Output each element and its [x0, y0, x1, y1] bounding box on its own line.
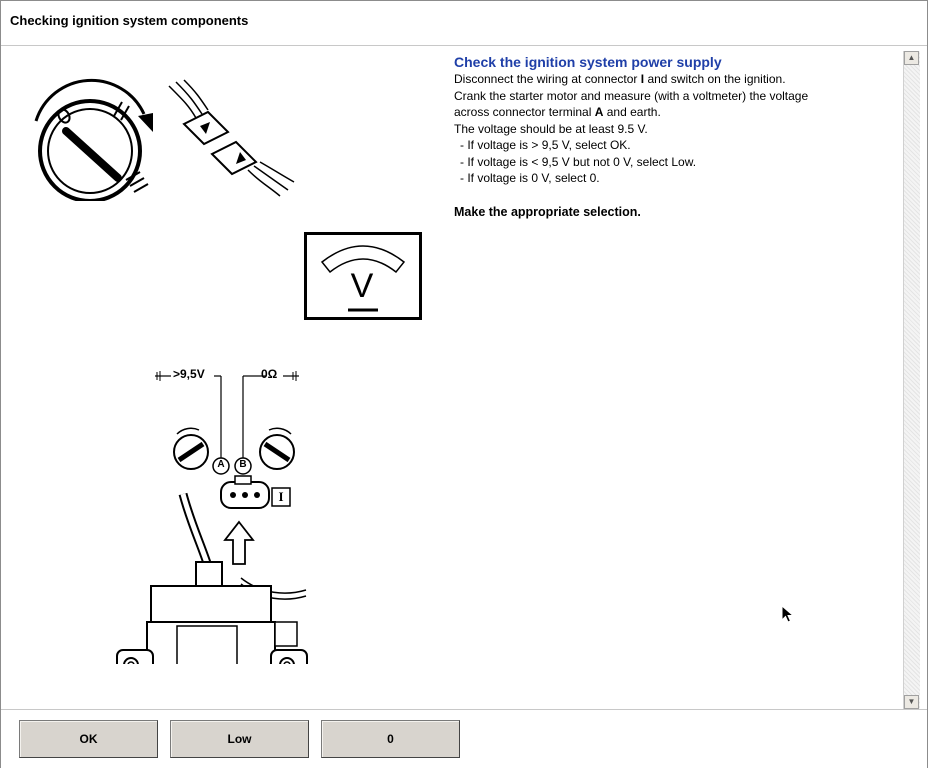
ignition-switch-illustration	[34, 78, 153, 201]
probe-label-right: 0Ω	[261, 367, 278, 381]
zero-button[interactable]: 0	[321, 720, 460, 758]
spacer	[454, 187, 894, 204]
window-title: Checking ignition system components	[10, 13, 249, 28]
instruction-bullet: - If voltage is > 9,5 V, select OK.	[460, 138, 631, 152]
terminal-a-label: A	[217, 459, 225, 470]
voltmeter-symbol-label: V	[350, 267, 374, 305]
instructions-heading: Check the ignition system power supply	[454, 54, 722, 70]
low-button[interactable]: Low	[170, 720, 309, 758]
instructions-panel: Check the ignition system power supply D…	[454, 54, 894, 220]
instruction-line: Crank the starter motor and measure (wit…	[454, 88, 809, 103]
instruction-bullet: - If voltage is < 9,5 V but not 0 V, sel…	[460, 154, 697, 169]
instruction-line: The voltage should be at least 9.5 V.	[454, 121, 648, 136]
mouse-pointer-icon	[781, 605, 795, 623]
instruction-line: across connector terminal A and earth.	[454, 105, 661, 119]
connector-label: I	[278, 489, 284, 504]
instruction-line: Disconnect the wiring at connector I and…	[454, 72, 786, 86]
terminal-b-label: B	[239, 459, 247, 470]
voltmeter-symbol	[304, 232, 422, 320]
ok-button[interactable]: OK	[19, 720, 158, 758]
scroll-up-icon[interactable]: ▲	[904, 51, 919, 65]
connector-disconnect-illustration	[168, 79, 295, 197]
title-bar: Checking ignition system components	[1, 1, 927, 46]
instruction-bullet: - If voltage is 0 V, select 0.	[460, 171, 600, 185]
scroll-down-icon[interactable]: ▼	[904, 695, 919, 709]
vertical-scrollbar[interactable]: ▲ ▼	[903, 51, 920, 709]
selection-prompt: Make the appropriate selection.	[454, 204, 641, 219]
button-bar: OK Low 0	[1, 709, 927, 768]
probe-label-left: >9,5V	[173, 367, 205, 381]
content-area: V	[1, 46, 927, 709]
illustration-panel: V	[1, 46, 441, 708]
ignition-coil-illustration	[116, 371, 308, 664]
